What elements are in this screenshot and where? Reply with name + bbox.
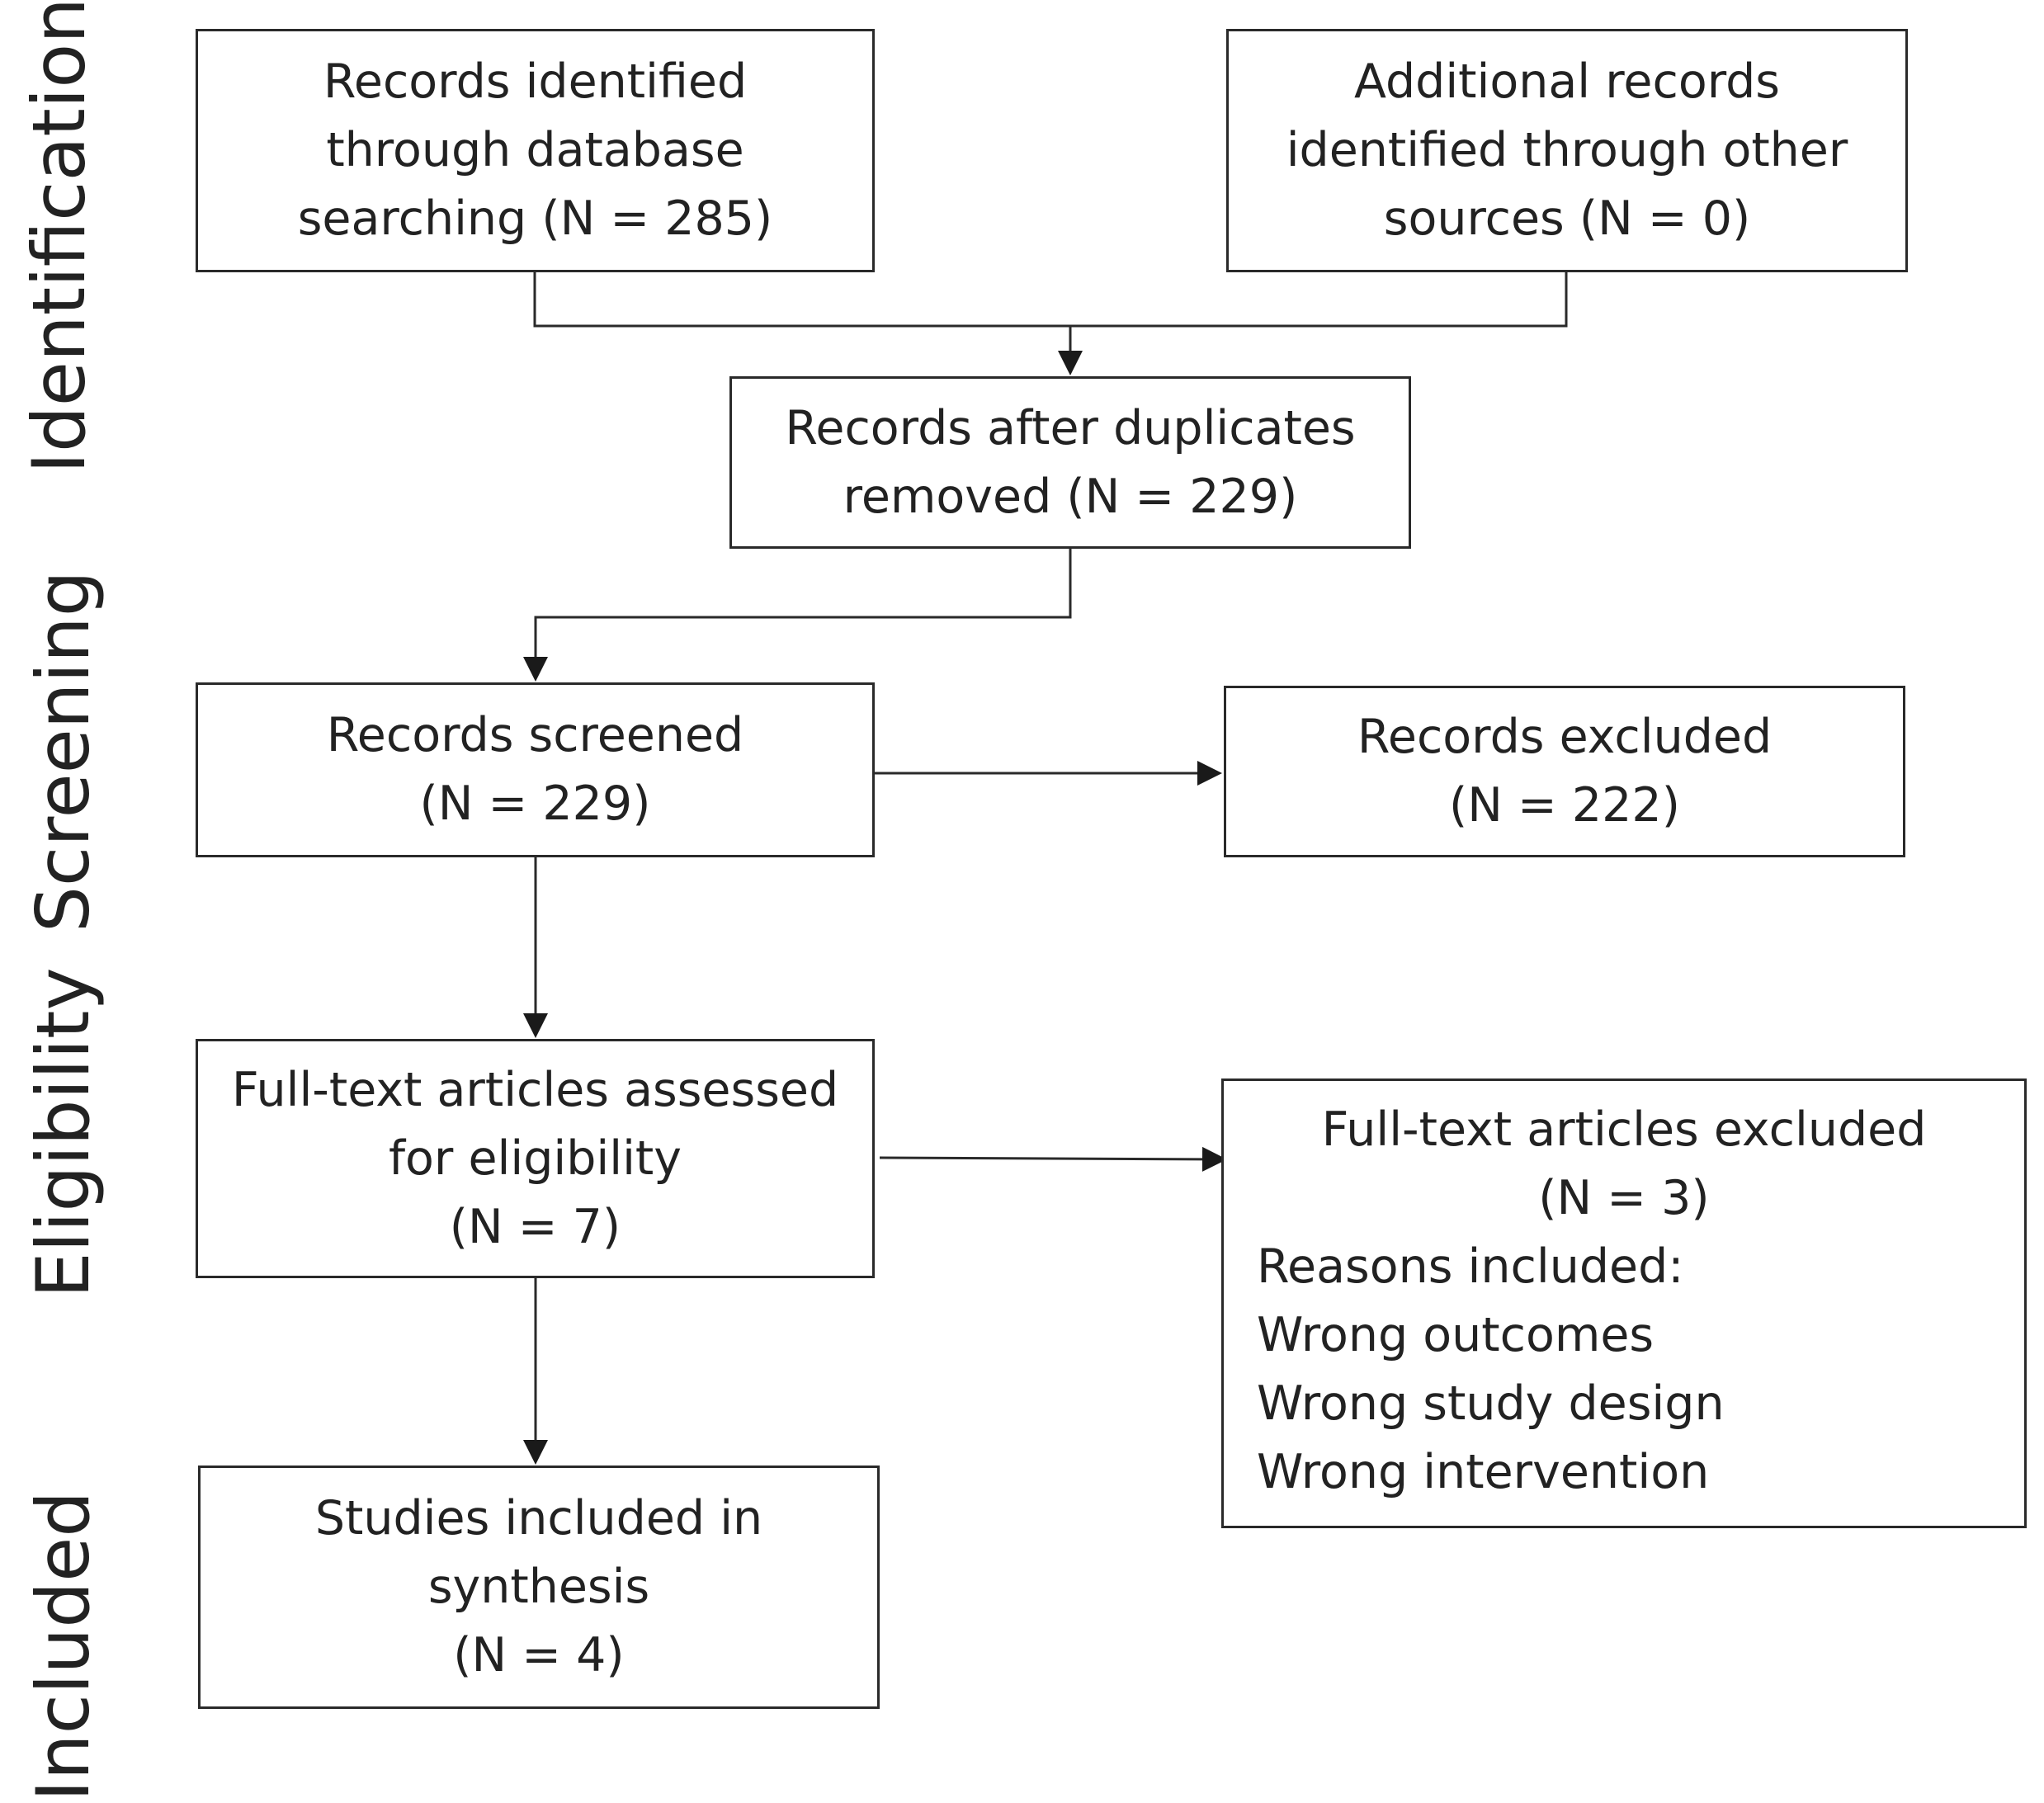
box-text-line: through database — [326, 123, 744, 177]
box-text-line: removed (N = 229) — [843, 469, 1298, 524]
box-text-line: (N = 222) — [1449, 778, 1680, 833]
box-text-line: searching (N = 285) — [297, 191, 773, 246]
box-text-line: (N = 7) — [449, 1199, 621, 1254]
box-records-screened: Records screened (N = 229) — [196, 682, 875, 857]
stage-label-included: Included — [21, 1490, 106, 1802]
stage-label-eligibility: Eligibility — [21, 967, 106, 1298]
connector-database-to-merge — [533, 272, 1070, 328]
box-records-identified-database: Records identified through database sear… — [196, 29, 875, 272]
box-additional-records: Additional records identified through ot… — [1226, 29, 1908, 272]
reason-item: Wrong intervention — [1257, 1445, 1710, 1499]
box-text-line: Studies included in — [314, 1491, 763, 1546]
box-records-excluded: Records excluded (N = 222) — [1224, 686, 1905, 857]
box-text-line: for eligibility — [388, 1130, 682, 1186]
box-records-after-duplicates: Records after duplicates removed (N = 22… — [729, 376, 1411, 549]
box-count: (N = 3) — [1538, 1171, 1710, 1225]
box-studies-included: Studies included in synthesis (N = 4) — [198, 1466, 880, 1709]
box-text-line: identified through other — [1286, 123, 1848, 177]
reason-item: Wrong outcomes — [1257, 1308, 1655, 1362]
reason-item: Wrong study design — [1257, 1376, 1725, 1431]
arrow-duplicates-to-screened — [523, 549, 1072, 682]
box-text-line: sources (N = 0) — [1383, 191, 1751, 246]
box-full-text-assessed: Full-text articles assessed for eligibil… — [196, 1039, 875, 1278]
box-text-line: (N = 229) — [419, 776, 651, 831]
box-text-line: Records identified — [323, 54, 748, 109]
box-text-line: Additional records — [1353, 54, 1781, 109]
box-full-text-excluded: Full-text articles excluded (N = 3) Reas… — [1221, 1078, 2027, 1528]
stage-label-identification: Identification — [17, 0, 101, 474]
box-text-line: Full-text articles assessed — [231, 1062, 839, 1117]
connector-other-to-merge — [1070, 272, 1568, 328]
box-text-line: Records after duplicates — [785, 400, 1356, 455]
reasons-heading: Reasons included: — [1257, 1239, 1684, 1294]
box-text-line: (N = 4) — [453, 1628, 625, 1683]
box-text-line: synthesis — [427, 1560, 650, 1614]
box-text-line: Records screened — [326, 708, 744, 762]
arrow-fulltext-to-fulltext-excluded — [879, 1146, 1227, 1172]
stage-label-screening: Screening — [21, 570, 106, 932]
box-title: Full-text articles excluded — [1321, 1102, 1927, 1157]
box-text-line: Records excluded — [1357, 710, 1773, 764]
